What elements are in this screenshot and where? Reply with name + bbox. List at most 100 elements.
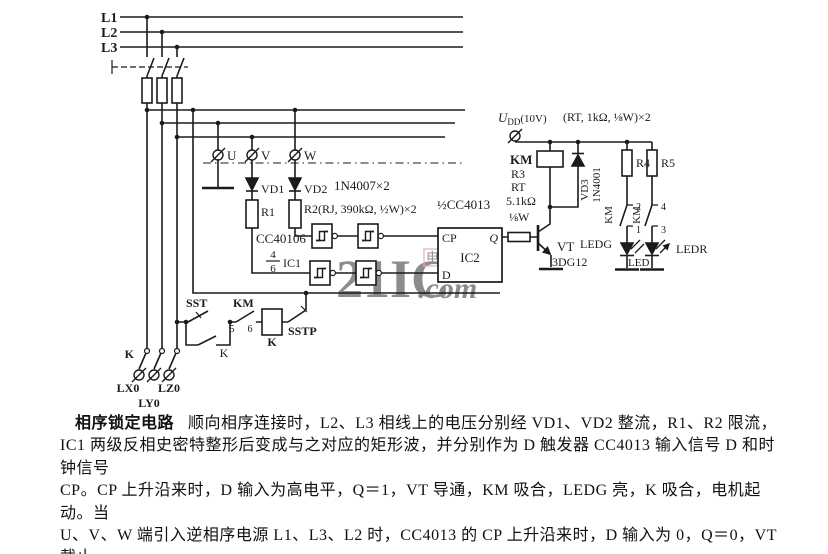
label-lx0: LX0 <box>117 381 140 395</box>
label-k-contact: K <box>125 347 135 361</box>
label-r3: R3 <box>511 167 525 181</box>
label-led: LED <box>628 257 649 269</box>
label-ledg: LEDG <box>580 237 612 251</box>
label-ic1-den: 6 <box>270 263 276 275</box>
inverter-bubble <box>377 232 384 240</box>
vt-emitter <box>537 242 552 256</box>
button-ticks <box>195 305 308 319</box>
label-km12: KM <box>603 206 615 224</box>
caption-line-1: 相序锁定电路顺向相序连接时，L2、L3 相线上的电压分别经 VD1、VD2 整流… <box>60 413 784 435</box>
label-k-latch: K <box>220 346 229 360</box>
label-km34: KM <box>631 206 643 224</box>
label-n5: 5 <box>230 324 235 335</box>
k-contact-blades <box>138 352 177 370</box>
led-green <box>619 242 635 256</box>
schmitt-gate-2 <box>357 223 379 249</box>
label-l3: L3 <box>101 41 117 56</box>
k-contact-pivot <box>143 347 151 355</box>
flipflop-ic2 <box>437 227 503 283</box>
resistor-r1 <box>245 199 259 229</box>
schmitt-gate-1 <box>311 223 333 249</box>
three-phase-input <box>111 16 463 349</box>
label-l1: L1 <box>101 11 117 26</box>
label-vt-type: 3DG12 <box>552 255 587 269</box>
fuse-1 <box>141 77 153 104</box>
uvw-terminals <box>210 147 303 163</box>
label-udd: UDD(10V) <box>498 110 547 127</box>
diode-vd1 <box>244 177 260 192</box>
label-w: W <box>304 148 317 163</box>
driver-wires <box>502 207 552 267</box>
motor-terminal-slashes <box>131 367 177 383</box>
label-ic2-half: ½CC4013 <box>437 197 490 212</box>
label-sstp: SSTP <box>288 324 317 338</box>
bus-lines <box>147 109 500 294</box>
schmitt-gate-3 <box>309 260 331 286</box>
label-rt: RT <box>511 180 526 194</box>
resistor-r3 <box>507 231 531 243</box>
label-l2: L2 <box>101 26 117 41</box>
label-vd3: VD3 <box>579 179 591 201</box>
udd-slash <box>507 128 523 144</box>
control-circuit <box>131 293 308 383</box>
label-ic1-num: 4 <box>270 249 276 261</box>
led-arrows <box>630 240 669 254</box>
relay-wires <box>515 141 653 268</box>
control-wires <box>177 293 307 346</box>
fuse-2 <box>156 77 168 104</box>
inverter-bubble <box>329 269 336 277</box>
label-ledr: LEDR <box>676 242 707 256</box>
caption-line-4: U、V、W 端引入逆相序电源 L1、L3、L2 时，CC4013 的 CP 上升… <box>60 527 777 554</box>
label-v: V <box>261 148 271 163</box>
resistor-r5 <box>646 149 658 177</box>
label-r5: R5 <box>661 156 675 170</box>
phase-wires <box>120 16 463 349</box>
schmitt-gate-4 <box>355 260 377 286</box>
k-contact-pivot <box>173 347 181 355</box>
label-k-coil: K <box>267 335 277 349</box>
caption: 相序锁定电路顺向相序连接时，L2、L3 相线上的电压分别经 VD1、VD2 整流… <box>60 413 784 554</box>
rectifier-stage <box>244 177 312 274</box>
label-km56: KM <box>233 296 254 310</box>
label-vd1: VD1 <box>261 182 284 196</box>
label-vt: VT <box>557 239 574 254</box>
label-r3-pw: ⅛W <box>509 210 530 224</box>
label-ic1: IC1 <box>283 256 301 270</box>
driver-stage <box>502 207 563 271</box>
fuse-3 <box>171 77 183 104</box>
ic2-box <box>437 227 503 283</box>
relay-stage <box>507 128 669 271</box>
label-udd-note: (RT, 1kΩ, ⅛W)×2 <box>563 110 651 124</box>
led-red <box>644 242 660 256</box>
label-n2: 2 <box>636 202 641 213</box>
label-sst: SST <box>186 296 207 310</box>
diode-vd2 <box>287 177 303 192</box>
inverter-bubble <box>375 269 382 277</box>
label-d: D <box>442 268 451 282</box>
label-r3-val: 5.1kΩ <box>506 194 536 208</box>
resistor-r2 <box>288 199 302 229</box>
label-r2: R2(RJ, 390kΩ, ½W)×2 <box>304 202 417 216</box>
circuit-diagram: 21IC 电 子 网 .com L1 L2 L3 U V W <box>101 11 707 410</box>
schmitt-wires <box>335 235 438 274</box>
control-blades <box>187 309 307 346</box>
label-km-coil: KM <box>510 152 532 167</box>
rectifier-wires <box>251 191 312 274</box>
label-diode-type: 1N4007×2 <box>334 178 390 193</box>
label-n3: 3 <box>661 225 666 236</box>
junction-dots <box>144 14 630 325</box>
label-r1: R1 <box>261 205 275 219</box>
bus-wires <box>147 109 500 294</box>
label-q: Q <box>489 231 498 245</box>
km-contact-blades <box>619 204 653 227</box>
resistor-r4 <box>621 149 633 177</box>
label-ly0: LY0 <box>138 396 160 410</box>
label-vd3-type: 1N4001 <box>591 167 603 202</box>
watermark-cjk-char: 电 <box>426 250 439 265</box>
label-cp: CP <box>442 231 457 245</box>
label-n4: 4 <box>661 202 666 213</box>
label-vd2: VD2 <box>304 182 327 196</box>
schmitt-stage <box>266 223 438 286</box>
label-lz0: LZ0 <box>158 381 180 395</box>
